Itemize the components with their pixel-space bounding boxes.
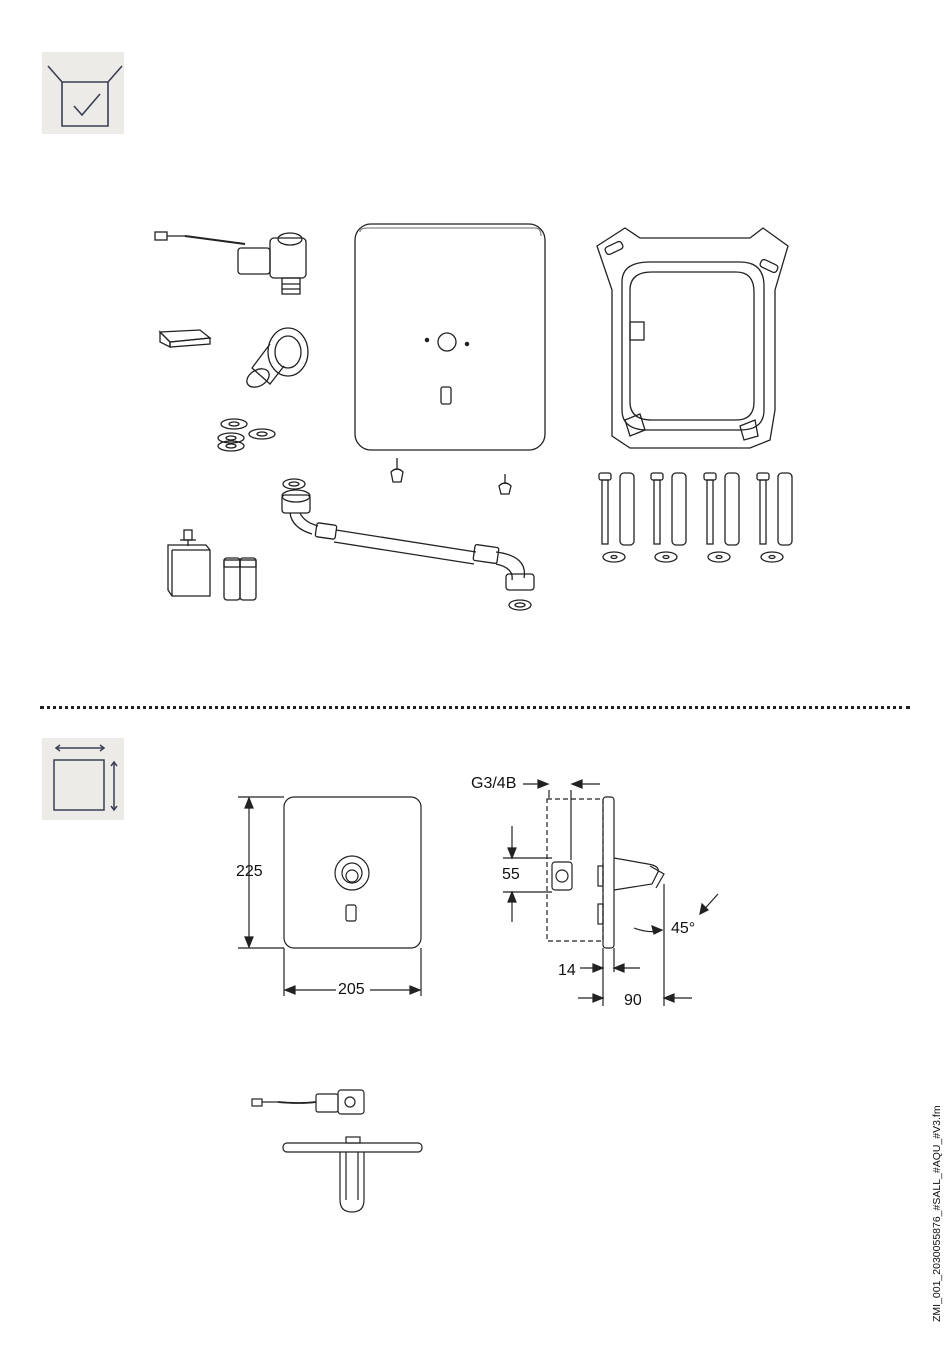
thread-label: G3/4B: [471, 775, 516, 793]
top-views: [252, 1090, 422, 1212]
valve-top-view: [252, 1090, 364, 1114]
spout-length-label: 90: [624, 992, 642, 1010]
thread-dimension-line: [523, 780, 600, 788]
side-view: [547, 790, 664, 948]
front-width-label: 205: [338, 981, 365, 999]
file-reference: ZMI_001_2030055876_#SALL_#AQU_#V3.fm: [931, 1105, 943, 1322]
offset-label: 55: [502, 866, 520, 884]
wall-depth-label: 14: [558, 962, 576, 980]
cover-and-spout-top-view: [283, 1137, 422, 1212]
front-height-label: 225: [236, 863, 263, 881]
spout-length-dimension-line: [578, 884, 692, 1006]
front-view: [284, 797, 421, 948]
angle-label: 45°: [671, 920, 695, 938]
